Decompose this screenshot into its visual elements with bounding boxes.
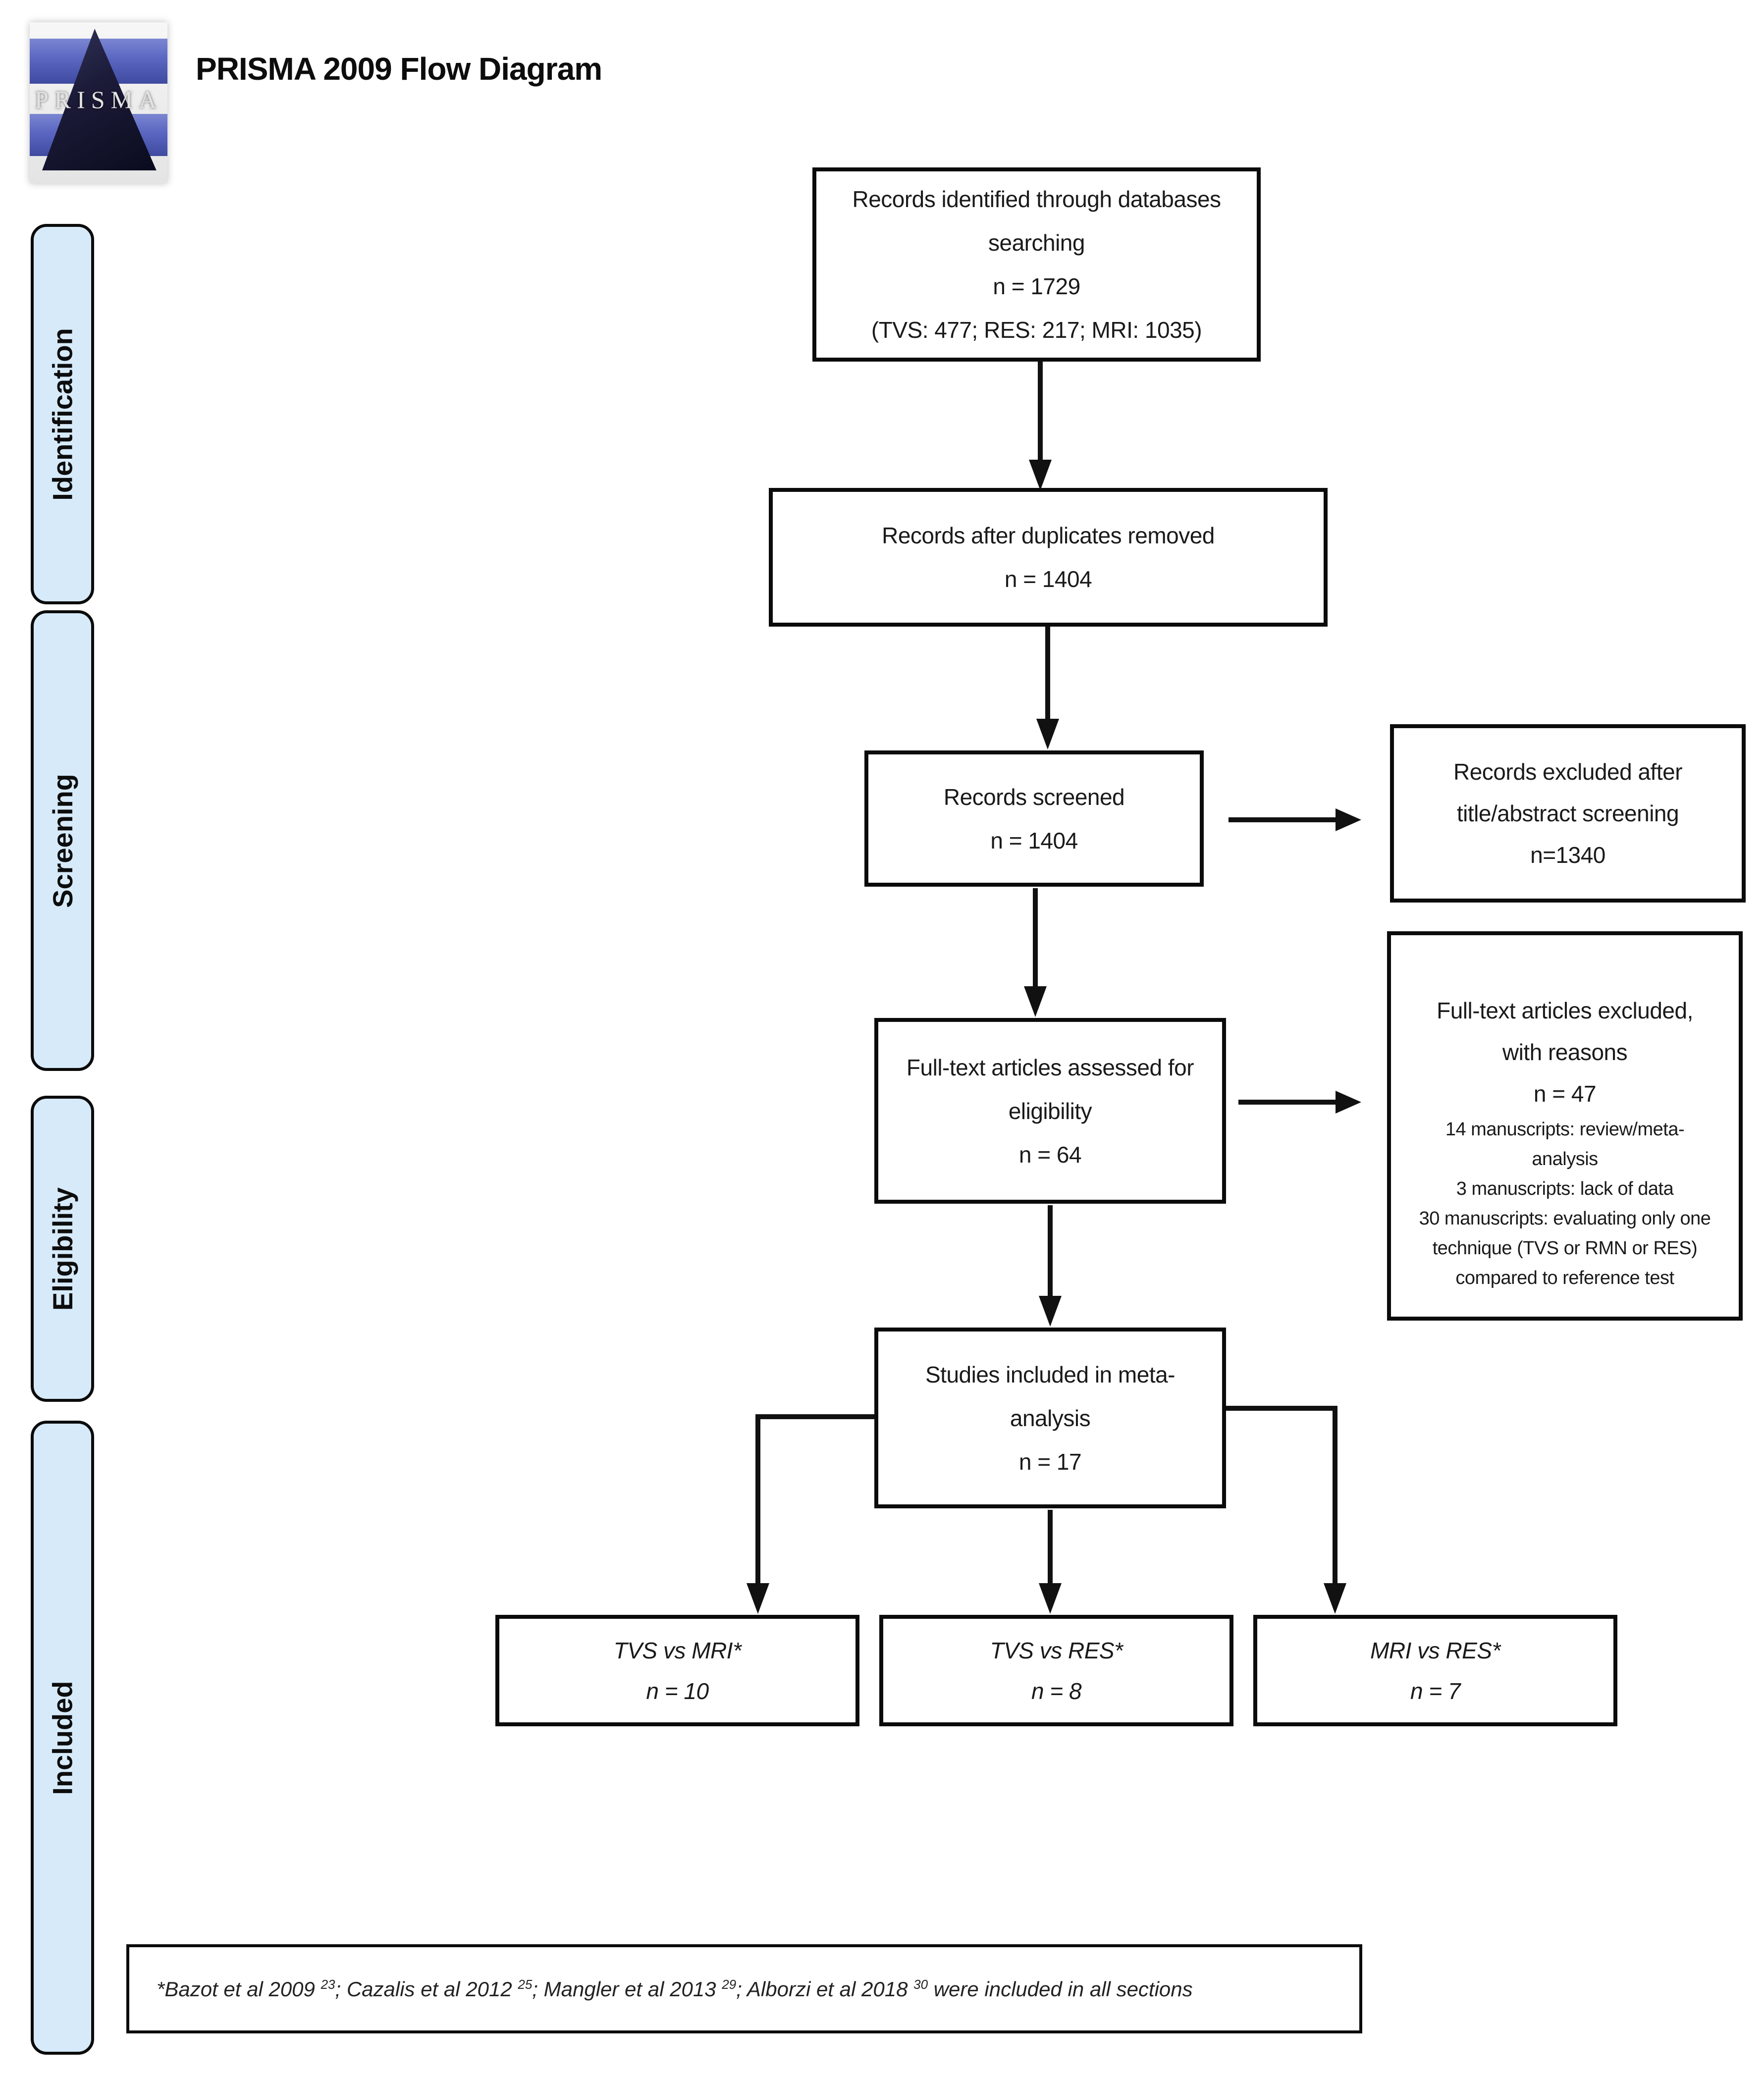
box-mri-vs-res: MRI vs RES* n = 7 (1253, 1615, 1617, 1726)
arrowhead-down (1036, 719, 1059, 749)
stage-label-text: Included (47, 1680, 78, 1795)
arrowhead-down (1024, 986, 1047, 1017)
box-line: technique (TVS or RMN or RES) (1432, 1238, 1698, 1259)
stage-label-included: Included (31, 1421, 94, 2055)
footnote-ref: 25 (518, 1976, 533, 1992)
footnote-part: ; Cazalis et al 2012 (335, 1977, 518, 2001)
box-line: n = 7 (1410, 1678, 1461, 1704)
branch-right-to-mrires (1226, 1406, 1337, 1586)
box-line: 14 manuscripts: review/meta- (1445, 1119, 1685, 1140)
box-line: n = 1729 (993, 273, 1080, 299)
page-title: PRISMA 2009 Flow Diagram (196, 51, 602, 87)
box-line: title/abstract screening (1456, 800, 1679, 826)
arrowheads (747, 460, 1361, 1614)
box-records-after-duplicates: Records after duplicates removed n = 140… (769, 488, 1328, 627)
box-line: n = 64 (1018, 1141, 1082, 1168)
box-records-identified: Records identified through databases sea… (812, 167, 1261, 362)
box-line: Records identified through databases (852, 186, 1221, 212)
box-line: with reasons (1502, 1039, 1628, 1065)
box-line: Full-text articles assessed for (906, 1054, 1194, 1080)
stage-label-eligibility: Eligibility (31, 1096, 94, 1402)
box-line: MRI vs RES* (1370, 1637, 1500, 1663)
arrowhead-down (1039, 1296, 1062, 1327)
box-line: Records after duplicates removed (882, 523, 1215, 548)
arrowhead-down (1029, 460, 1052, 490)
box-line: 3 manuscripts: lack of data (1456, 1178, 1674, 1199)
box-line: n = 47 (1533, 1081, 1597, 1107)
box-line: TVS vs MRI* (613, 1637, 742, 1663)
footnote-text: *Bazot et al 2009 23; Cazalis et al 2012… (157, 1977, 1193, 2001)
stage-label-screening: Screening (31, 610, 94, 1071)
footnote-part: ; Mangler et al 2013 (532, 1977, 722, 2001)
box-line: n = 17 (1018, 1448, 1082, 1475)
footnote-ref: 29 (722, 1976, 737, 1992)
connector-lines (755, 362, 1338, 1586)
arrowhead-down (1324, 1583, 1346, 1614)
box-records-screened: Records screened n = 1404 (864, 750, 1204, 887)
stage-label-text: Identification (47, 327, 78, 501)
box-line: n = 1404 (1004, 566, 1092, 592)
arrowhead-down (747, 1583, 769, 1614)
arrowhead-right (1336, 1091, 1361, 1114)
footnote-box: *Bazot et al 2009 23; Cazalis et al 2012… (126, 1944, 1362, 2033)
logo-wordmark: PRISMA (34, 85, 163, 113)
arrowhead-right (1336, 808, 1361, 831)
footnote-part: *Bazot et al 2009 (157, 1977, 321, 2001)
branch-left-to-tvsmri (755, 1414, 874, 1586)
box-fulltext-excluded: Full-text articles excluded, with reason… (1387, 931, 1743, 1321)
arrowhead-down (1039, 1583, 1062, 1614)
box-tvs-vs-res: TVS vs RES* n = 8 (879, 1615, 1233, 1726)
box-line: eligibility (1008, 1098, 1092, 1124)
box-line: n = 10 (646, 1678, 709, 1704)
box-line: (TVS: 477; RES: 217; MRI: 1035) (871, 317, 1202, 343)
footnote-ref: 23 (321, 1976, 335, 1992)
box-records-excluded-screening: Records excluded after title/abstract sc… (1390, 724, 1746, 903)
box-line: Full-text articles excluded, (1437, 998, 1693, 1023)
box-studies-included-meta: Studies included in meta- analysis n = 1… (874, 1328, 1226, 1508)
box-line: n=1340 (1530, 842, 1605, 868)
box-line: searching (988, 230, 1085, 256)
stage-label-identification: Identification (31, 224, 94, 604)
stage-label-text: Eligibility (47, 1187, 78, 1311)
box-fulltext-assessed: Full-text articles assessed for eligibil… (874, 1018, 1226, 1204)
footnote-ref: 30 (913, 1976, 928, 1992)
box-line: n = 1404 (990, 827, 1078, 853)
stage-label-text: Screening (47, 773, 78, 908)
footnote-part: ; Alborzi et al 2018 (736, 1977, 914, 2001)
box-line: analysis (1532, 1149, 1598, 1170)
box-line: compared to reference test (1455, 1268, 1674, 1288)
box-line: n = 8 (1031, 1678, 1082, 1704)
box-line: Studies included in meta- (925, 1361, 1176, 1387)
prisma-logo-icon: PRISMA (30, 22, 167, 183)
box-tvs-vs-mri: TVS vs MRI* n = 10 (495, 1615, 859, 1726)
box-line: TVS vs RES* (990, 1637, 1123, 1663)
footnote-part: were included in all sections (928, 1977, 1193, 2001)
box-line: 30 manuscripts: evaluating only one (1419, 1208, 1711, 1229)
box-line: Records screened (943, 784, 1125, 810)
box-line: analysis (1010, 1405, 1091, 1431)
box-line: Records excluded after (1453, 759, 1683, 785)
